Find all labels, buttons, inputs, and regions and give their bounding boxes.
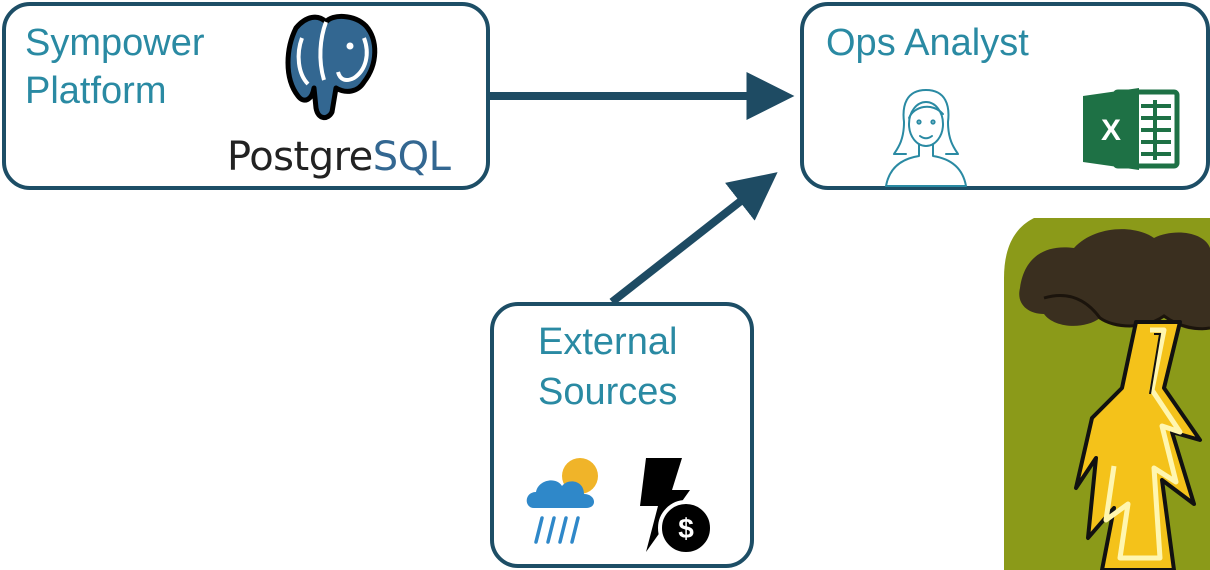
external-sources-box: External Sources $ (490, 302, 754, 568)
energy-price-symbol: $ (678, 513, 694, 544)
excel-icon: X (1083, 88, 1180, 170)
sympower-label-line1: Sympower (25, 22, 205, 64)
external-label-line1: External (538, 321, 678, 363)
ops-analyst-box: Ops Analyst X (800, 2, 1210, 190)
external-label-line2: Sources (538, 371, 678, 413)
ops-analyst-title: Ops Analyst (826, 22, 1029, 64)
postgresql-wordmark-prefix: Postgre (227, 134, 373, 180)
energy-price-icon: $ (640, 458, 714, 556)
arrow-external-to-analyst (609, 172, 778, 306)
postgresql-wordmark: PostgreSQL (227, 134, 451, 180)
sympower-platform-box: Sympower Platform PostgreSQL (2, 2, 490, 190)
lightning-illustration (1004, 218, 1210, 570)
sympower-label-line2: Platform (25, 70, 167, 112)
analyst-person-icon (885, 89, 967, 187)
excel-icon-letter: X (1101, 114, 1121, 147)
postgresql-elephant-icon (285, 14, 378, 120)
postgresql-wordmark-suffix: SQL (372, 134, 451, 180)
weather-rain-icon (526, 458, 598, 544)
